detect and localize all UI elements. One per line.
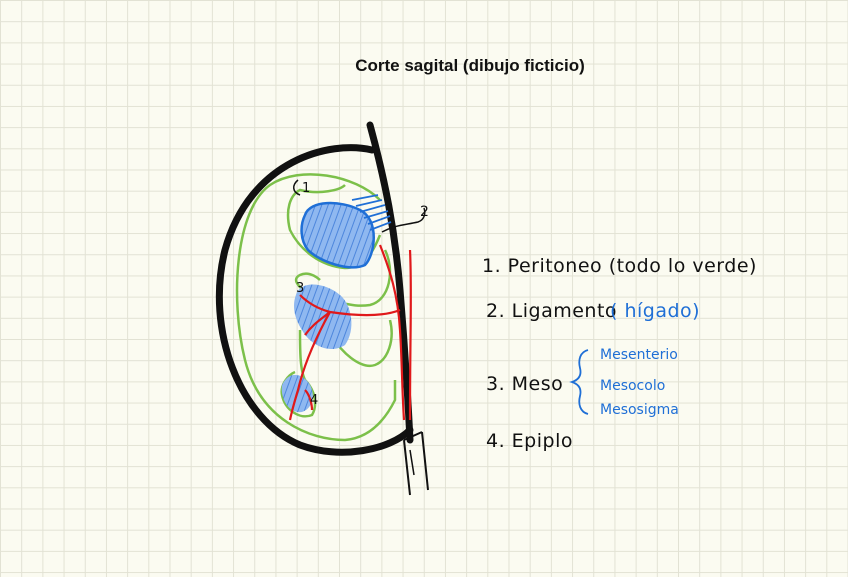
label-2: 2 <box>420 204 429 220</box>
legend-item-ligamento: 2. Ligamento <box>486 300 618 322</box>
lower-tube <box>403 431 429 496</box>
meso-sub-mesosigma: Mesosigma <box>600 402 679 418</box>
meso-sub-mesenterio: Mesenterio <box>600 347 678 363</box>
abdominal-wall-outline <box>215 144 414 456</box>
label-4: 4 <box>310 393 318 408</box>
vessels <box>288 244 412 421</box>
legend-item-meso: 3. Meso <box>486 373 564 395</box>
label-3: 3 <box>296 281 304 296</box>
meso-brace <box>569 349 589 415</box>
liver-organ <box>300 201 375 269</box>
legend-item-peritoneo: 1. Peritoneo (todo lo verde) <box>482 255 757 277</box>
legend-item-ligamento-note: ( hígado) <box>610 300 701 322</box>
meso-sub-mesocolo: Mesocolo <box>600 378 666 394</box>
peritoneum-outer <box>235 173 397 442</box>
label-1: 1 <box>302 181 310 196</box>
posterior-wall-line <box>366 121 414 444</box>
page-title: Corte sagital (dibujo ficticio) <box>355 56 585 75</box>
ligament-stripes <box>351 194 392 231</box>
legend-item-epiplo: 4. Epiplo <box>486 430 573 452</box>
